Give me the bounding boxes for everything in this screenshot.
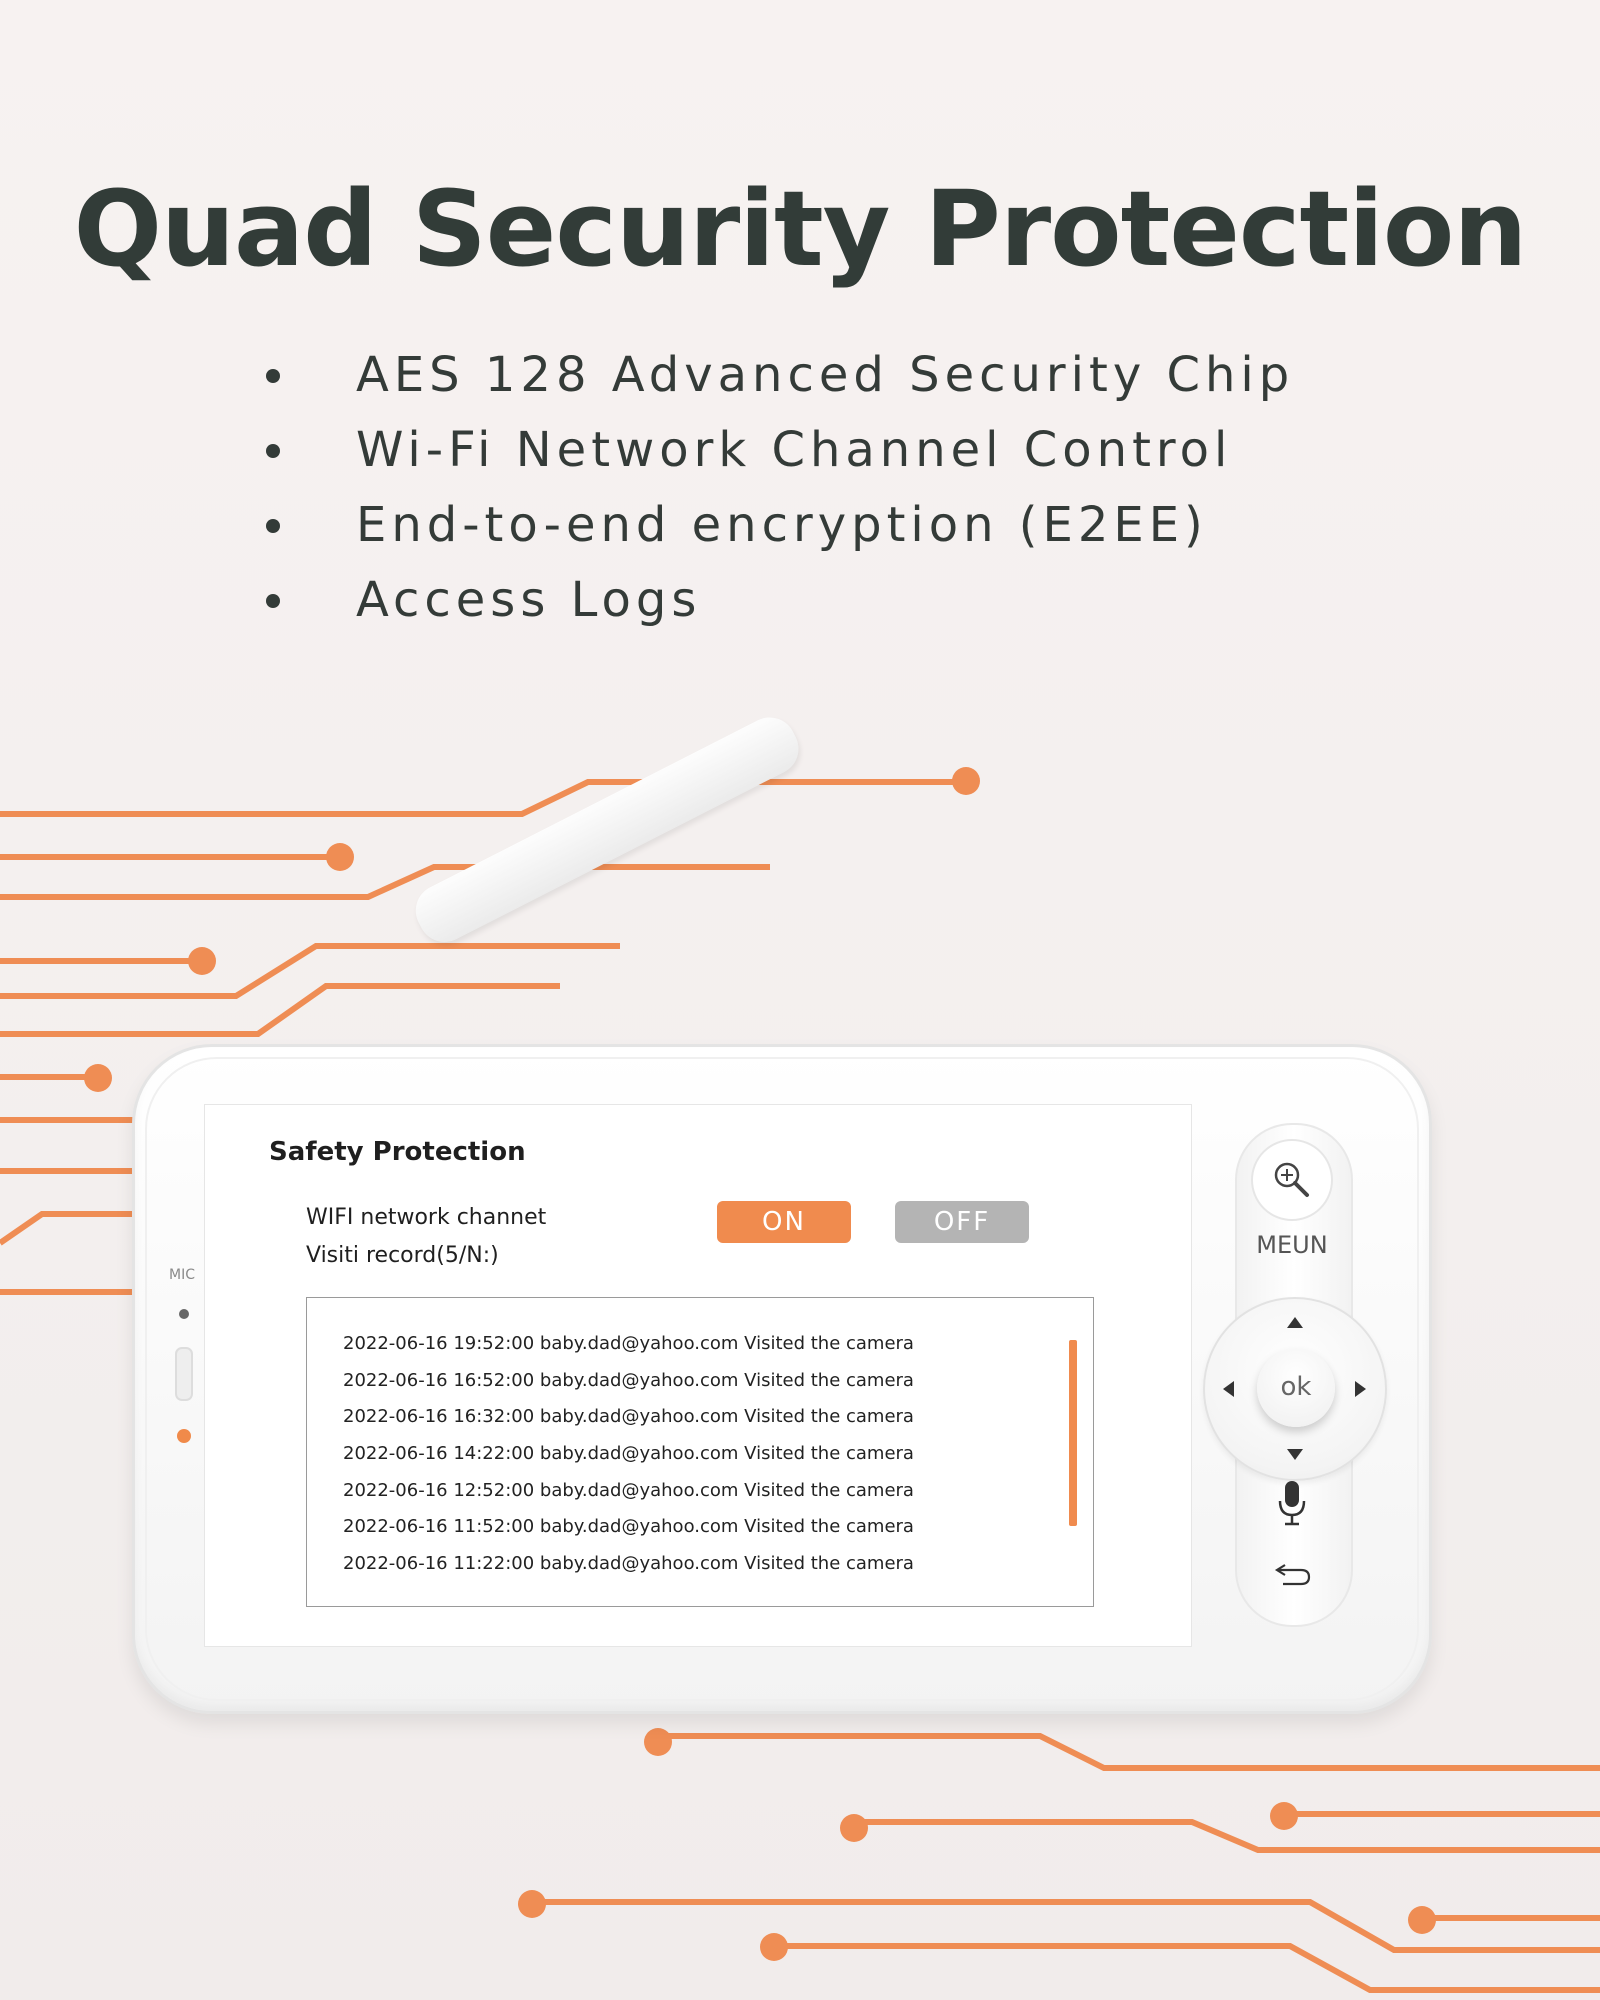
on-button[interactable]: ON bbox=[717, 1201, 851, 1243]
access-log-panel: 2022-06-16 19:52:00 baby.dad@yahoo.com V… bbox=[306, 1297, 1094, 1607]
arrow-left-icon[interactable] bbox=[1223, 1381, 1234, 1397]
log-entry: 2022-06-16 14:22:00 baby.dad@yahoo.com V… bbox=[343, 1443, 914, 1465]
visit-record-label: Visiti record(5/N:) bbox=[306, 1243, 499, 1268]
feature-item: Wi-Fi Network Channel Control bbox=[262, 413, 1294, 488]
off-button[interactable]: OFF bbox=[895, 1201, 1029, 1243]
screen-title: Safety Protection bbox=[269, 1137, 526, 1167]
menu-button[interactable]: MEUN bbox=[1256, 1231, 1328, 1259]
bullet-icon bbox=[266, 519, 280, 533]
arrow-right-icon[interactable] bbox=[1355, 1381, 1366, 1397]
bullet-icon bbox=[266, 369, 280, 383]
microphone-icon[interactable] bbox=[1275, 1479, 1309, 1529]
side-switch[interactable] bbox=[175, 1347, 193, 1401]
feature-item: End-to-end encryption (E2EE) bbox=[262, 488, 1294, 563]
log-entry: 2022-06-16 11:22:00 baby.dad@yahoo.com V… bbox=[343, 1553, 914, 1575]
access-log-list: 2022-06-16 19:52:00 baby.dad@yahoo.com V… bbox=[343, 1326, 914, 1583]
feature-item: AES 128 Advanced Security Chip bbox=[262, 338, 1294, 413]
feature-item: Access Logs bbox=[262, 563, 1294, 638]
ok-button[interactable]: ok bbox=[1257, 1349, 1335, 1427]
zoom-in-icon[interactable] bbox=[1249, 1137, 1335, 1223]
status-led-icon bbox=[177, 1429, 191, 1443]
feature-text: AES 128 Advanced Security Chip bbox=[356, 347, 1295, 403]
log-entry: 2022-06-16 16:52:00 baby.dad@yahoo.com V… bbox=[343, 1369, 914, 1391]
feature-list: AES 128 Advanced Security Chip Wi-Fi Net… bbox=[262, 338, 1294, 638]
mic-label: MIC bbox=[169, 1267, 195, 1283]
back-icon[interactable] bbox=[1273, 1559, 1313, 1589]
log-scrollbar[interactable] bbox=[1069, 1340, 1077, 1526]
log-entry: 2022-06-16 19:52:00 baby.dad@yahoo.com V… bbox=[343, 1333, 914, 1354]
feature-text: Wi-Fi Network Channel Control bbox=[356, 422, 1233, 478]
arrow-down-icon[interactable] bbox=[1287, 1449, 1303, 1460]
log-entry: 2022-06-16 11:52:00 baby.dad@yahoo.com V… bbox=[343, 1516, 914, 1538]
bullet-icon bbox=[266, 594, 280, 608]
feature-text: End-to-end encryption (E2EE) bbox=[356, 497, 1208, 553]
log-entry: 2022-06-16 12:52:00 baby.dad@yahoo.com V… bbox=[343, 1479, 914, 1501]
feature-text: Access Logs bbox=[356, 572, 702, 628]
wifi-channel-label: WIFI network channet bbox=[306, 1205, 547, 1230]
mic-hole bbox=[179, 1309, 189, 1319]
bullet-icon bbox=[266, 444, 280, 458]
arrow-up-icon[interactable] bbox=[1287, 1317, 1303, 1328]
baby-monitor-device: MIC Safety Protection WIFI network chann… bbox=[132, 1044, 1432, 1714]
direction-pad[interactable]: ok bbox=[1203, 1297, 1387, 1481]
log-entry: 2022-06-16 16:32:00 baby.dad@yahoo.com V… bbox=[343, 1406, 914, 1428]
device-bezel bbox=[145, 1057, 1419, 1701]
page-headline: Quad Security Protection bbox=[73, 168, 1528, 290]
device-screen: Safety Protection WIFI network channet V… bbox=[204, 1104, 1192, 1647]
